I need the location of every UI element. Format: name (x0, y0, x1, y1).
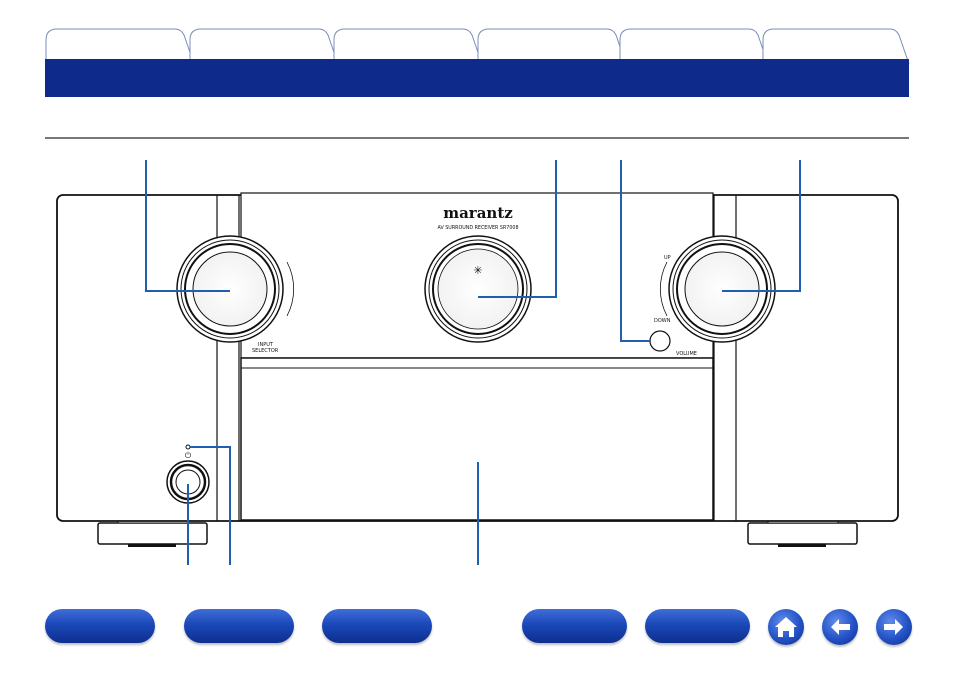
right-foot (747, 518, 858, 547)
tab-6[interactable] (762, 28, 910, 64)
center-knob[interactable]: ✳ (424, 235, 532, 343)
model-line: AV SURROUND RECEIVER SR7008 (437, 225, 518, 231)
volume-label: VOLUME (676, 351, 697, 357)
tab-4[interactable] (477, 28, 627, 64)
tab-5[interactable] (619, 28, 769, 64)
home-icon (775, 617, 797, 637)
tab-2[interactable] (189, 28, 339, 64)
small-round-button[interactable] (649, 330, 671, 352)
input-selector-knob[interactable] (176, 235, 284, 343)
left-foot (97, 518, 208, 547)
section-banner (45, 59, 909, 97)
power-button[interactable] (166, 460, 210, 504)
top-tab-bar (0, 0, 954, 64)
nav-button-5[interactable] (645, 609, 750, 643)
arrow-right-icon (884, 619, 903, 635)
section-divider (45, 137, 909, 139)
brand-logo: marantz (443, 204, 513, 222)
nav-button-3[interactable] (322, 609, 432, 643)
volume-up-label: UP (664, 255, 671, 261)
nav-button-2[interactable] (184, 609, 294, 643)
nav-button-1[interactable] (45, 609, 155, 643)
tab-3[interactable] (333, 28, 483, 64)
tab-1[interactable] (45, 28, 195, 64)
nav-button-4[interactable] (522, 609, 627, 643)
volume-knob[interactable] (668, 235, 776, 343)
svg-text:✳: ✳ (473, 264, 482, 277)
power-icon: ⏻ (185, 451, 192, 460)
volume-down-label: DOWN (654, 318, 671, 324)
standby-indicator (185, 444, 191, 450)
back-button[interactable] (822, 609, 858, 645)
callout-lines (145, 160, 801, 565)
home-button[interactable] (768, 609, 804, 645)
forward-button[interactable] (876, 609, 912, 645)
arrow-left-icon (831, 619, 850, 635)
